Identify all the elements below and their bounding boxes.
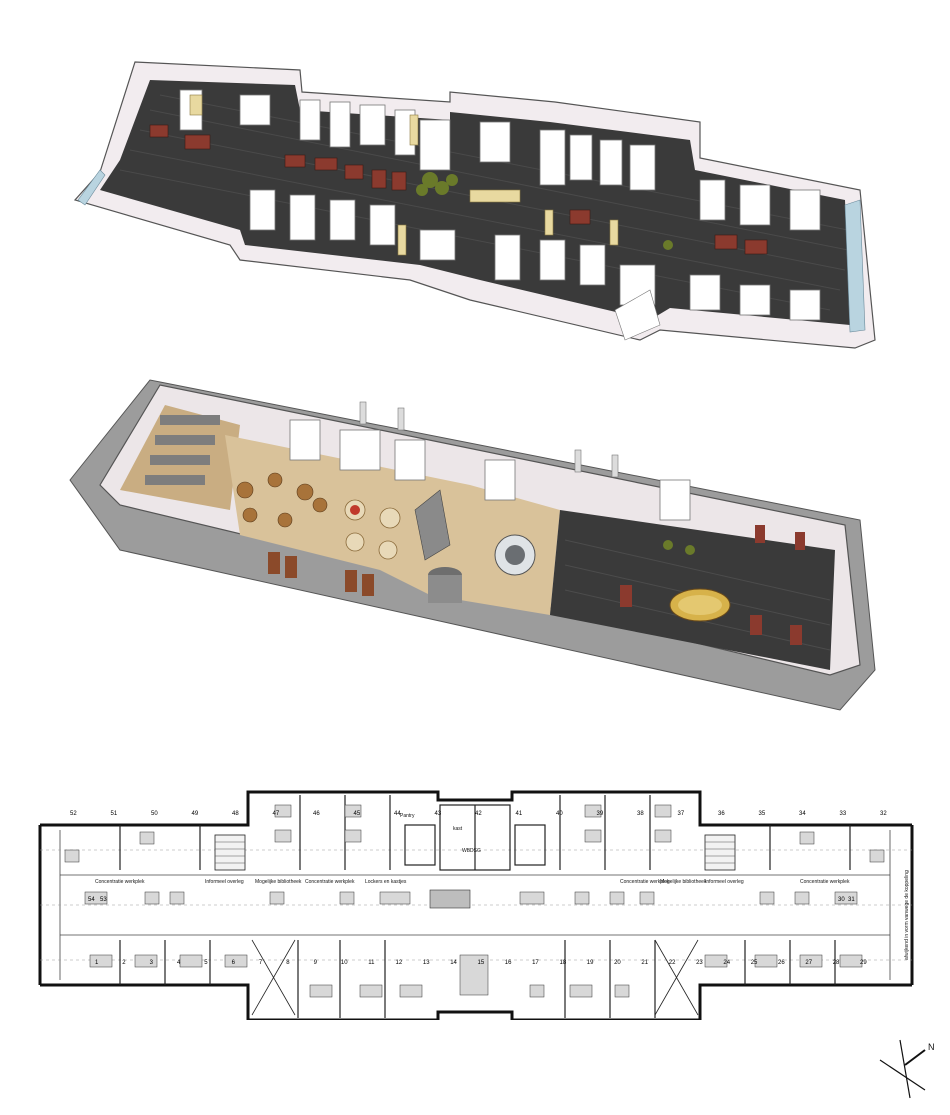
label-lockers-kastjes: Lockers en kastjes [365,879,407,885]
desk-number: 23 [696,960,703,966]
desk-number: 21 [641,960,648,966]
desk-number: 45 [354,811,361,817]
desk-number: 6 [232,960,236,966]
desk-number: 37 [678,811,685,817]
desk-number: 35 [759,811,766,817]
desk-number: 19 [587,960,594,966]
label-side-note: afwijkend in vorm vanwege de koppeling [904,870,910,960]
label-concentratie-werkplek-4: Concentratie werkplek [800,879,850,885]
desk-number: 28 [833,960,840,966]
desk-number: 12 [396,960,403,966]
desk-number: 47 [273,811,280,817]
desk-number: 26 [778,960,785,966]
floor-plan: Pantry WBDSG kast Concentratie werkplek … [0,780,950,1022]
north-arrow-icon: N [879,1039,935,1099]
desk-number: 17 [532,960,539,966]
isometric-ground-floor [0,370,950,720]
desk-number: 5 [204,960,208,966]
desk-number: 36 [718,811,725,817]
isometric-ground-floor-drawing [69,379,876,711]
desk-number: 7 [259,960,263,966]
label-pantry: Pantry [400,813,415,819]
label-concentratie-werkplek-3: Concentratie werkplek [620,879,670,885]
desk-number: 33 [840,811,847,817]
isometric-upper-floor-drawing [73,61,876,349]
desk-number: 32 [880,811,887,817]
desk-number: 42 [475,811,482,817]
label-informeel-overleg-1: Informeel overleg [205,879,244,885]
desk-number: 18 [560,960,567,966]
desk-number: 49 [192,811,199,817]
desk-number: 31 [848,897,855,903]
desk-number: 1 [95,960,99,966]
desk-number: 11 [368,960,375,966]
label-kast: kast [453,826,463,832]
desk-number: 41 [516,811,523,817]
desk-number: 40 [556,811,563,817]
desk-number: 8 [286,960,290,966]
desk-number: 30 [838,897,845,903]
desk-number: 34 [799,811,806,817]
desk-number: 15 [478,960,485,966]
north-arrow: N [0,1020,950,1110]
isometric-upper-floor [0,40,950,370]
label-mogelijke-bibliotheek-2: Mogelijke bibliotheek [660,879,707,885]
desk-number: 27 [805,960,812,966]
desk-number: 14 [450,960,457,966]
desk-number: 39 [597,811,604,817]
desk-number: 22 [669,960,676,966]
desk-number: 29 [860,960,867,966]
desk-number: 13 [423,960,430,966]
desk-number: 20 [614,960,621,966]
desk-number: 50 [151,811,158,817]
label-informeel-overleg-2: Informeel overleg [705,879,744,885]
label-wbdsg: WBDSG [462,848,481,854]
north-label: N [928,1042,935,1052]
desk-number: 3 [150,960,154,966]
desk-number: 10 [341,960,348,966]
desk-number: 43 [435,811,442,817]
label-concentratie-werkplek-2: Concentratie werkplek [305,879,355,885]
desk-number: 54 [88,897,95,903]
floor-plan-drawing: Pantry WBDSG kast Concentratie werkplek … [38,790,914,1022]
desk-number: 24 [723,960,730,966]
label-mogelijke-bibliotheek-1: Mogelijke bibliotheek [255,879,302,885]
desk-number: 44 [394,811,401,817]
desk-number: 38 [637,811,644,817]
desk-number: 16 [505,960,512,966]
desk-number: 46 [313,811,320,817]
desk-number: 9 [314,960,318,966]
desk-number: 2 [122,960,126,966]
desk-number: 25 [751,960,758,966]
desk-number: 51 [111,811,118,817]
desk-number: 52 [70,811,77,817]
desk-number: 53 [100,897,107,903]
desk-number: 4 [177,960,181,966]
desk-number: 48 [232,811,239,817]
label-concentratie-werkplek-1: Concentratie werkplek [95,879,145,885]
